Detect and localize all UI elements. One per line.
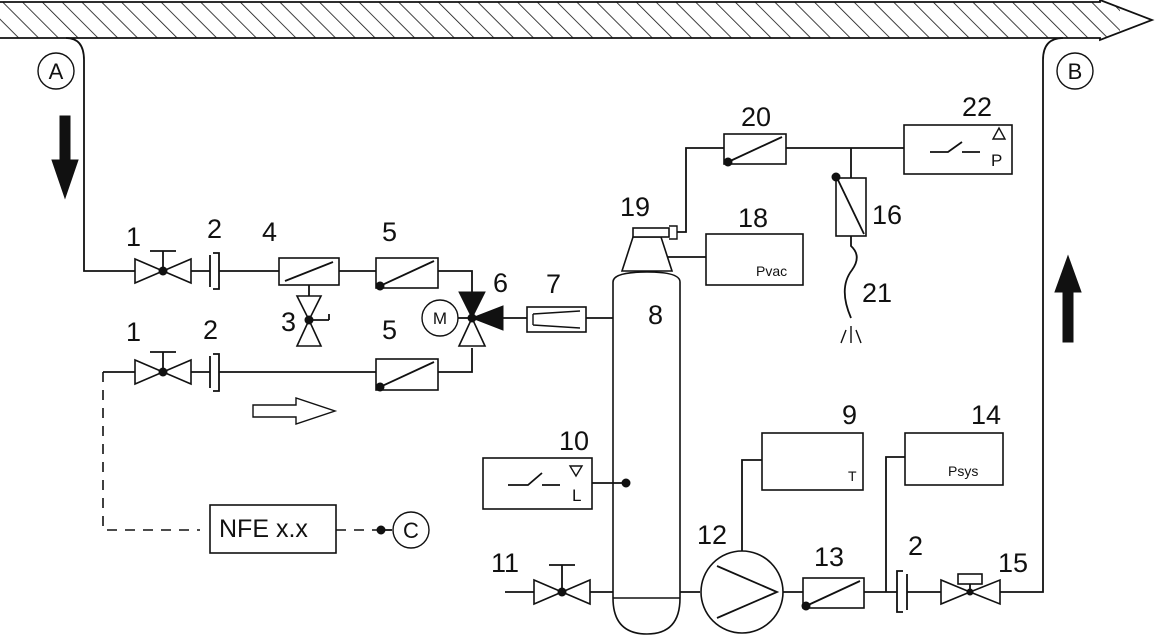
label-3: 3: [281, 307, 296, 337]
sight-glass-7: [526, 306, 587, 333]
flange-2-upper: [209, 252, 220, 290]
motor-icon: M: [421, 299, 459, 337]
inlet-pipe-a: [65, 37, 135, 272]
level-switch-10: L: [482, 457, 593, 510]
svg-text:A: A: [49, 59, 64, 84]
vacuum-gauge-18: Pvac: [705, 233, 804, 286]
three-way-valve-6: [457, 291, 504, 347]
label-10: 10: [559, 426, 589, 456]
nfe-box: NFE x.x: [209, 504, 337, 554]
temperature-sensor-9: T: [761, 432, 864, 491]
system-pressure-14: Psys: [904, 432, 1004, 486]
filter-13: [801, 577, 865, 611]
svg-text:T: T: [848, 468, 857, 484]
main-pipe-hatched: [0, 0, 1155, 42]
valve-16: [831, 172, 867, 237]
valve-1-upper: [134, 250, 192, 285]
number-labels: 1 2 4 5 3 6 7 8 1 2 5 19 18 20 22 16 21 …: [126, 92, 1028, 578]
label-13: 13: [814, 542, 844, 572]
label-18: 18: [738, 203, 768, 233]
pump-12: [700, 550, 784, 634]
label-22: 22: [962, 92, 992, 122]
svg-text:B: B: [1068, 59, 1083, 84]
label-5a: 5: [382, 217, 397, 247]
heater-5-upper: [375, 257, 439, 291]
svg-text:P: P: [991, 151, 1002, 170]
flange-2-outlet: [896, 570, 908, 613]
label-19: 19: [620, 192, 650, 222]
valve-1-lower: [134, 351, 192, 386]
flow-up-arrow: [1054, 254, 1082, 343]
label-1b: 1: [126, 317, 141, 347]
label-12: 12: [697, 520, 727, 550]
label-2b: 2: [203, 315, 218, 345]
label-6: 6: [493, 268, 508, 298]
drain-valve-11: [533, 564, 591, 606]
valve-3: [295, 285, 330, 347]
outlet-pipe-b: [1000, 37, 1064, 593]
flow-down-arrow: [51, 115, 79, 200]
label-2a: 2: [207, 214, 222, 244]
svg-text:Psys: Psys: [948, 463, 978, 479]
check-valve-15: [940, 573, 1001, 606]
spray-nozzle: [840, 326, 862, 344]
pressure-switch-22: P: [903, 124, 1013, 175]
flange-2-lower: [209, 353, 220, 392]
hose-21: [843, 236, 858, 319]
label-16: 16: [872, 200, 902, 230]
svg-text:NFE x.x: NFE x.x: [219, 515, 308, 543]
label-9: 9: [842, 400, 857, 430]
tank-8: [612, 225, 681, 635]
label-4: 4: [262, 217, 277, 247]
label-15: 15: [998, 548, 1028, 578]
connector-c: C: [392, 511, 430, 549]
label-20: 20: [741, 102, 771, 132]
label-1a: 1: [126, 222, 141, 252]
svg-text:Pvac: Pvac: [756, 263, 787, 279]
svg-text:L: L: [572, 486, 581, 505]
svg-text:C: C: [403, 518, 419, 543]
label-2c: 2: [908, 531, 923, 561]
label-14: 14: [971, 400, 1001, 430]
svg-text:M: M: [433, 309, 447, 328]
label-5b: 5: [382, 315, 397, 345]
heater-5-lower: [375, 358, 439, 392]
flow-right-hollow-arrow: [252, 397, 338, 425]
connector-b: B: [1056, 52, 1094, 90]
label-7: 7: [546, 269, 561, 299]
pipe-19-20: [677, 147, 724, 233]
connector-a: A: [37, 52, 75, 90]
filter-20: [723, 133, 787, 167]
label-11: 11: [491, 548, 519, 578]
label-21: 21: [862, 278, 892, 308]
label-8: 8: [648, 300, 663, 330]
dashed-signal-line: [102, 372, 200, 531]
filter-4: [278, 257, 340, 286]
